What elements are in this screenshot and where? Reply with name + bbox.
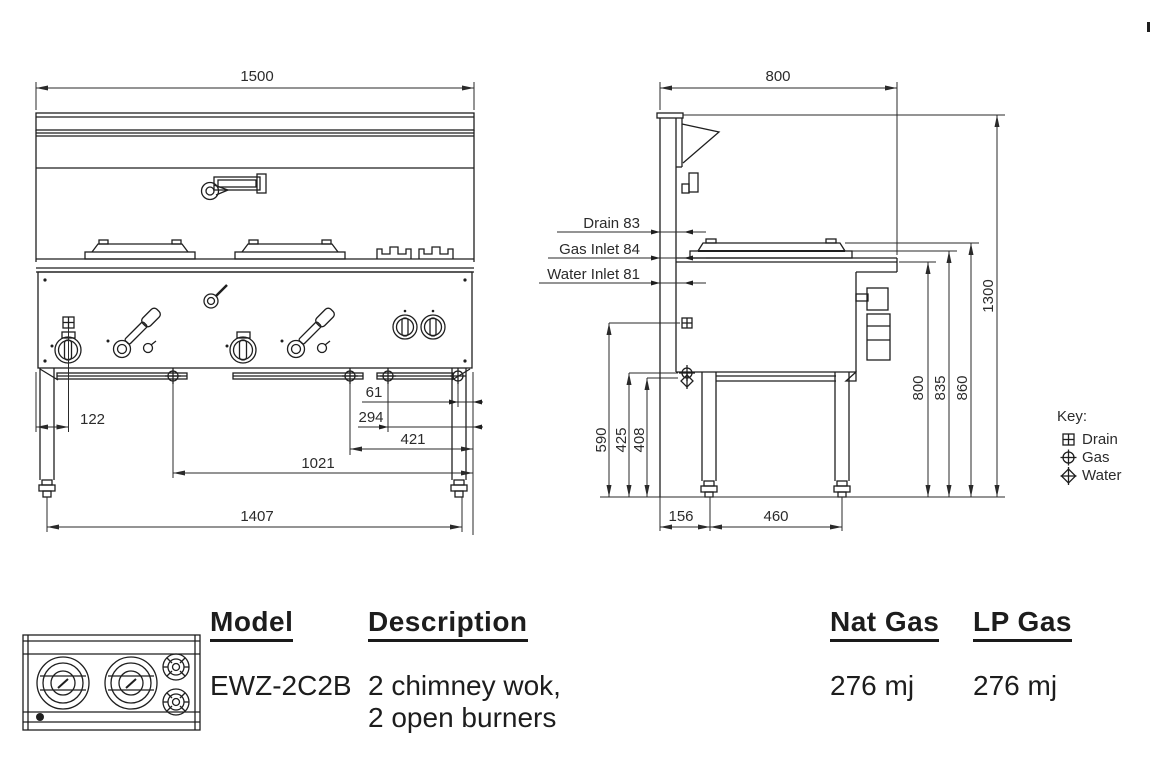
- wok-burner-2: [234, 239, 346, 260]
- description-line-1: 2 chimney wok,: [368, 670, 561, 701]
- damper-lever-side: [688, 172, 699, 193]
- gas-manifold: [855, 287, 891, 361]
- side-dim-1300: 1300: [980, 279, 997, 312]
- chimney-hood: [681, 123, 721, 164]
- column-header-model: Model: [210, 606, 294, 642]
- pilot-adjuster: [203, 284, 228, 309]
- damper-lever-front: [200, 173, 267, 201]
- side-dim-460: 460: [763, 508, 788, 525]
- side-dim-156: 156: [668, 508, 693, 525]
- front-control-panel: [37, 271, 473, 369]
- key-legend: Key: Drain Gas Water: [1057, 408, 1121, 485]
- nat-gas-value: 276 mj: [830, 670, 915, 701]
- water-lever-2: [280, 307, 335, 359]
- side-legs: [700, 372, 851, 498]
- label-gas-inlet: Gas Inlet 84: [559, 241, 640, 258]
- open-burner-trivets: [376, 246, 454, 259]
- key-gas-label: Gas: [1082, 449, 1110, 466]
- side-dim-835: 835: [932, 375, 949, 400]
- front-dim-61: 61: [366, 384, 383, 401]
- front-legs: [38, 368, 468, 498]
- side-dim-425: 425: [613, 427, 630, 452]
- front-dim-122: 122: [80, 411, 105, 428]
- front-dim-421: 421: [400, 431, 425, 448]
- side-dim-depth: 800: [765, 68, 790, 85]
- water-symbol-side: [680, 373, 694, 389]
- drain-symbol-front: [62, 316, 75, 329]
- drain-symbol-side: [681, 317, 693, 329]
- description-line-2: 2 open burners: [368, 702, 557, 733]
- plan-open-burner-1: [162, 653, 190, 681]
- column-header-description: Description: [368, 606, 528, 642]
- gas-symbols-front: [165, 368, 466, 384]
- plan-pilot-dot: [36, 713, 44, 721]
- side-dim-408: 408: [631, 427, 648, 452]
- front-dim-width: 1500: [240, 68, 273, 85]
- side-worktop: [676, 257, 898, 382]
- open-burner-knob-2: [420, 309, 446, 340]
- side-wok-burner-profile: [689, 238, 853, 259]
- side-dim-860: 860: [954, 375, 971, 400]
- side-view: 800 Drain 83 Gas Inlet 84 Water Inlet 81…: [539, 68, 1005, 531]
- plan-wok-burner-1: [36, 656, 90, 710]
- plan-wok-burner-2: [104, 656, 158, 710]
- key-water-label: Water: [1082, 467, 1121, 484]
- open-burner-knob-1: [392, 309, 418, 340]
- water-lever-1: [106, 307, 161, 359]
- page-edge-mark: [1147, 22, 1150, 32]
- front-dim-294: 294: [358, 409, 383, 426]
- label-water-inlet: Water Inlet 81: [547, 266, 640, 283]
- wok-knob-2: [225, 331, 257, 364]
- lp-gas-value: 276 mj: [973, 670, 1058, 701]
- key-drain-symbol: [1062, 433, 1075, 446]
- model-value: EWZ-2C2B: [210, 670, 352, 701]
- under-rails: [39, 368, 471, 381]
- wok-knob-1: [50, 331, 82, 364]
- front-view: 1500 122 61 294 421 1021: [35, 68, 483, 535]
- key-water-symbol: [1060, 467, 1077, 485]
- side-splashback: [656, 112, 721, 497]
- key-title: Key:: [1057, 408, 1087, 425]
- plan-thumbnail: [22, 634, 201, 731]
- side-dim-590: 590: [593, 427, 610, 452]
- front-worktop: [36, 258, 474, 273]
- front-splashback: [35, 112, 475, 262]
- key-gas-symbol: [1060, 449, 1077, 466]
- key-drain-label: Drain: [1082, 431, 1118, 448]
- column-header-nat-gas: Nat Gas: [830, 606, 940, 642]
- column-header-lp-gas: LP Gas: [973, 606, 1072, 642]
- side-dimensions: 800 Drain 83 Gas Inlet 84 Water Inlet 81…: [539, 68, 1005, 531]
- label-drain: Drain 83: [583, 215, 640, 232]
- front-dim-1407: 1407: [240, 508, 273, 525]
- wok-burner-1: [84, 239, 196, 260]
- front-dimensions: 1500 122 61 294 421 1021: [35, 68, 483, 535]
- side-dim-800: 800: [910, 375, 927, 400]
- front-dim-1021: 1021: [301, 455, 334, 472]
- plan-open-burner-2: [162, 688, 190, 716]
